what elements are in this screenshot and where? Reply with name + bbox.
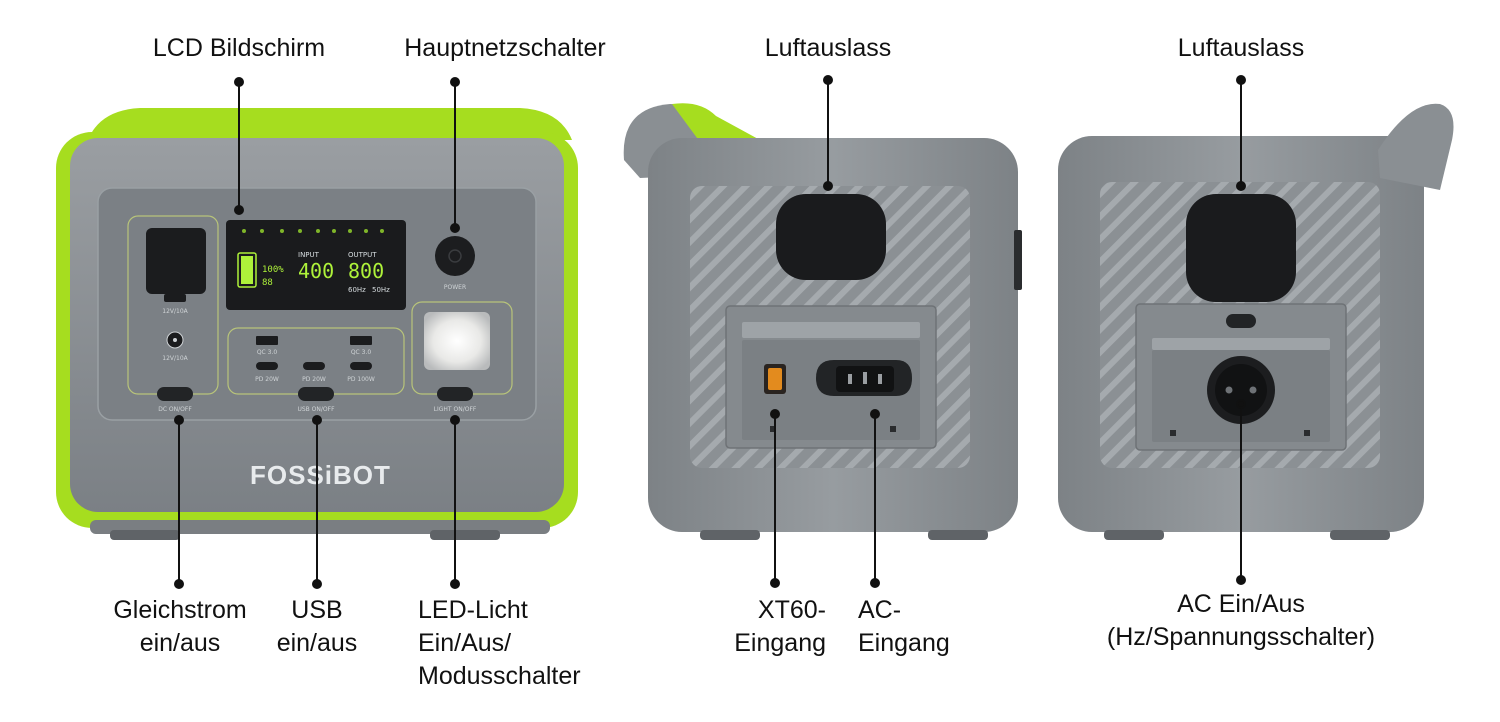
- light-button-caption: LIGHT ON/OFF: [434, 406, 477, 413]
- lcd-output-label: OUTPUT: [348, 251, 377, 259]
- label-usb-on-off: USB ein/aus: [276, 596, 358, 657]
- usb-a-port-2: [350, 336, 372, 345]
- usb-c-port-1: [256, 362, 278, 370]
- battery-icon: [237, 252, 257, 288]
- lcd-input-label: INPUT: [298, 251, 320, 259]
- power-button[interactable]: [435, 236, 475, 276]
- usb-c-port-2: [303, 362, 325, 370]
- label-led-light: LED-Licht Ein/Aus/ Modusschalter: [418, 596, 581, 690]
- side-unit-left: [623, 103, 1022, 540]
- foot: [430, 530, 500, 540]
- usb-a1-caption: QC 3.0: [257, 349, 278, 356]
- dc-button-caption: DC ON/OFF: [158, 406, 192, 413]
- usb-on-off-button[interactable]: [298, 387, 334, 401]
- lcd-freq-left: 60Hz: [348, 286, 366, 294]
- dc-on-off-button[interactable]: [157, 387, 193, 401]
- usb-c-port-3: [350, 362, 372, 370]
- side-unit-right: [1058, 103, 1454, 540]
- label-vent-right: Luftauslass: [1177, 34, 1305, 62]
- label-ac-input: AC- Eingang: [858, 596, 950, 657]
- label-main-power-switch: Hauptnetzschalter: [404, 34, 606, 62]
- lcd-screen: [226, 220, 406, 310]
- lcd-freq-right: 50Hz: [372, 286, 390, 294]
- car-socket: [146, 228, 206, 294]
- dc-barrel-caption: 12V/10A: [162, 355, 188, 362]
- label-ac-switch: AC Ein/Aus (Hz/Spannungsschalter): [1106, 590, 1376, 651]
- usb-c1-caption: PD 20W: [255, 376, 279, 383]
- label-dc-on-off: Gleichstrom ein/aus: [113, 596, 247, 657]
- light-on-off-button[interactable]: [437, 387, 473, 401]
- lcd-time: 88: [262, 278, 273, 288]
- usb-c3-caption: PD 100W: [347, 376, 375, 383]
- fan-grille: [776, 194, 886, 280]
- label-lcd-screen: LCD Bildschirm: [152, 34, 326, 62]
- lcd-battery: 100%: [262, 265, 284, 275]
- usb-a2-caption: QC 3.0: [351, 349, 372, 356]
- led-light: [424, 312, 490, 370]
- lcd-input-value: 400: [298, 259, 334, 283]
- front-unit: 12V/10A 12V/10A DC ON/OFF 100% 88 INPUT …: [56, 108, 578, 540]
- fan-grille: [1186, 194, 1296, 302]
- label-xt60-input: XT60- Eingang: [734, 596, 826, 657]
- dc-port-caption: 12V/10A: [162, 308, 188, 315]
- ac-on-off-button[interactable]: [1226, 314, 1256, 328]
- brand-logo: FOSSiBOT: [250, 460, 391, 490]
- side-handle: [1378, 103, 1454, 190]
- lcd-output-value: 800: [348, 259, 384, 283]
- callouts: [174, 75, 1246, 589]
- handle-accent: [672, 103, 760, 142]
- usb-c2-caption: PD 20W: [302, 376, 326, 383]
- power-caption: POWER: [444, 284, 466, 291]
- foot: [110, 530, 180, 540]
- label-vent-left: Luftauslass: [764, 34, 892, 62]
- usb-a-port-1: [256, 336, 278, 345]
- usb-button-caption: USB ON/OFF: [297, 406, 335, 413]
